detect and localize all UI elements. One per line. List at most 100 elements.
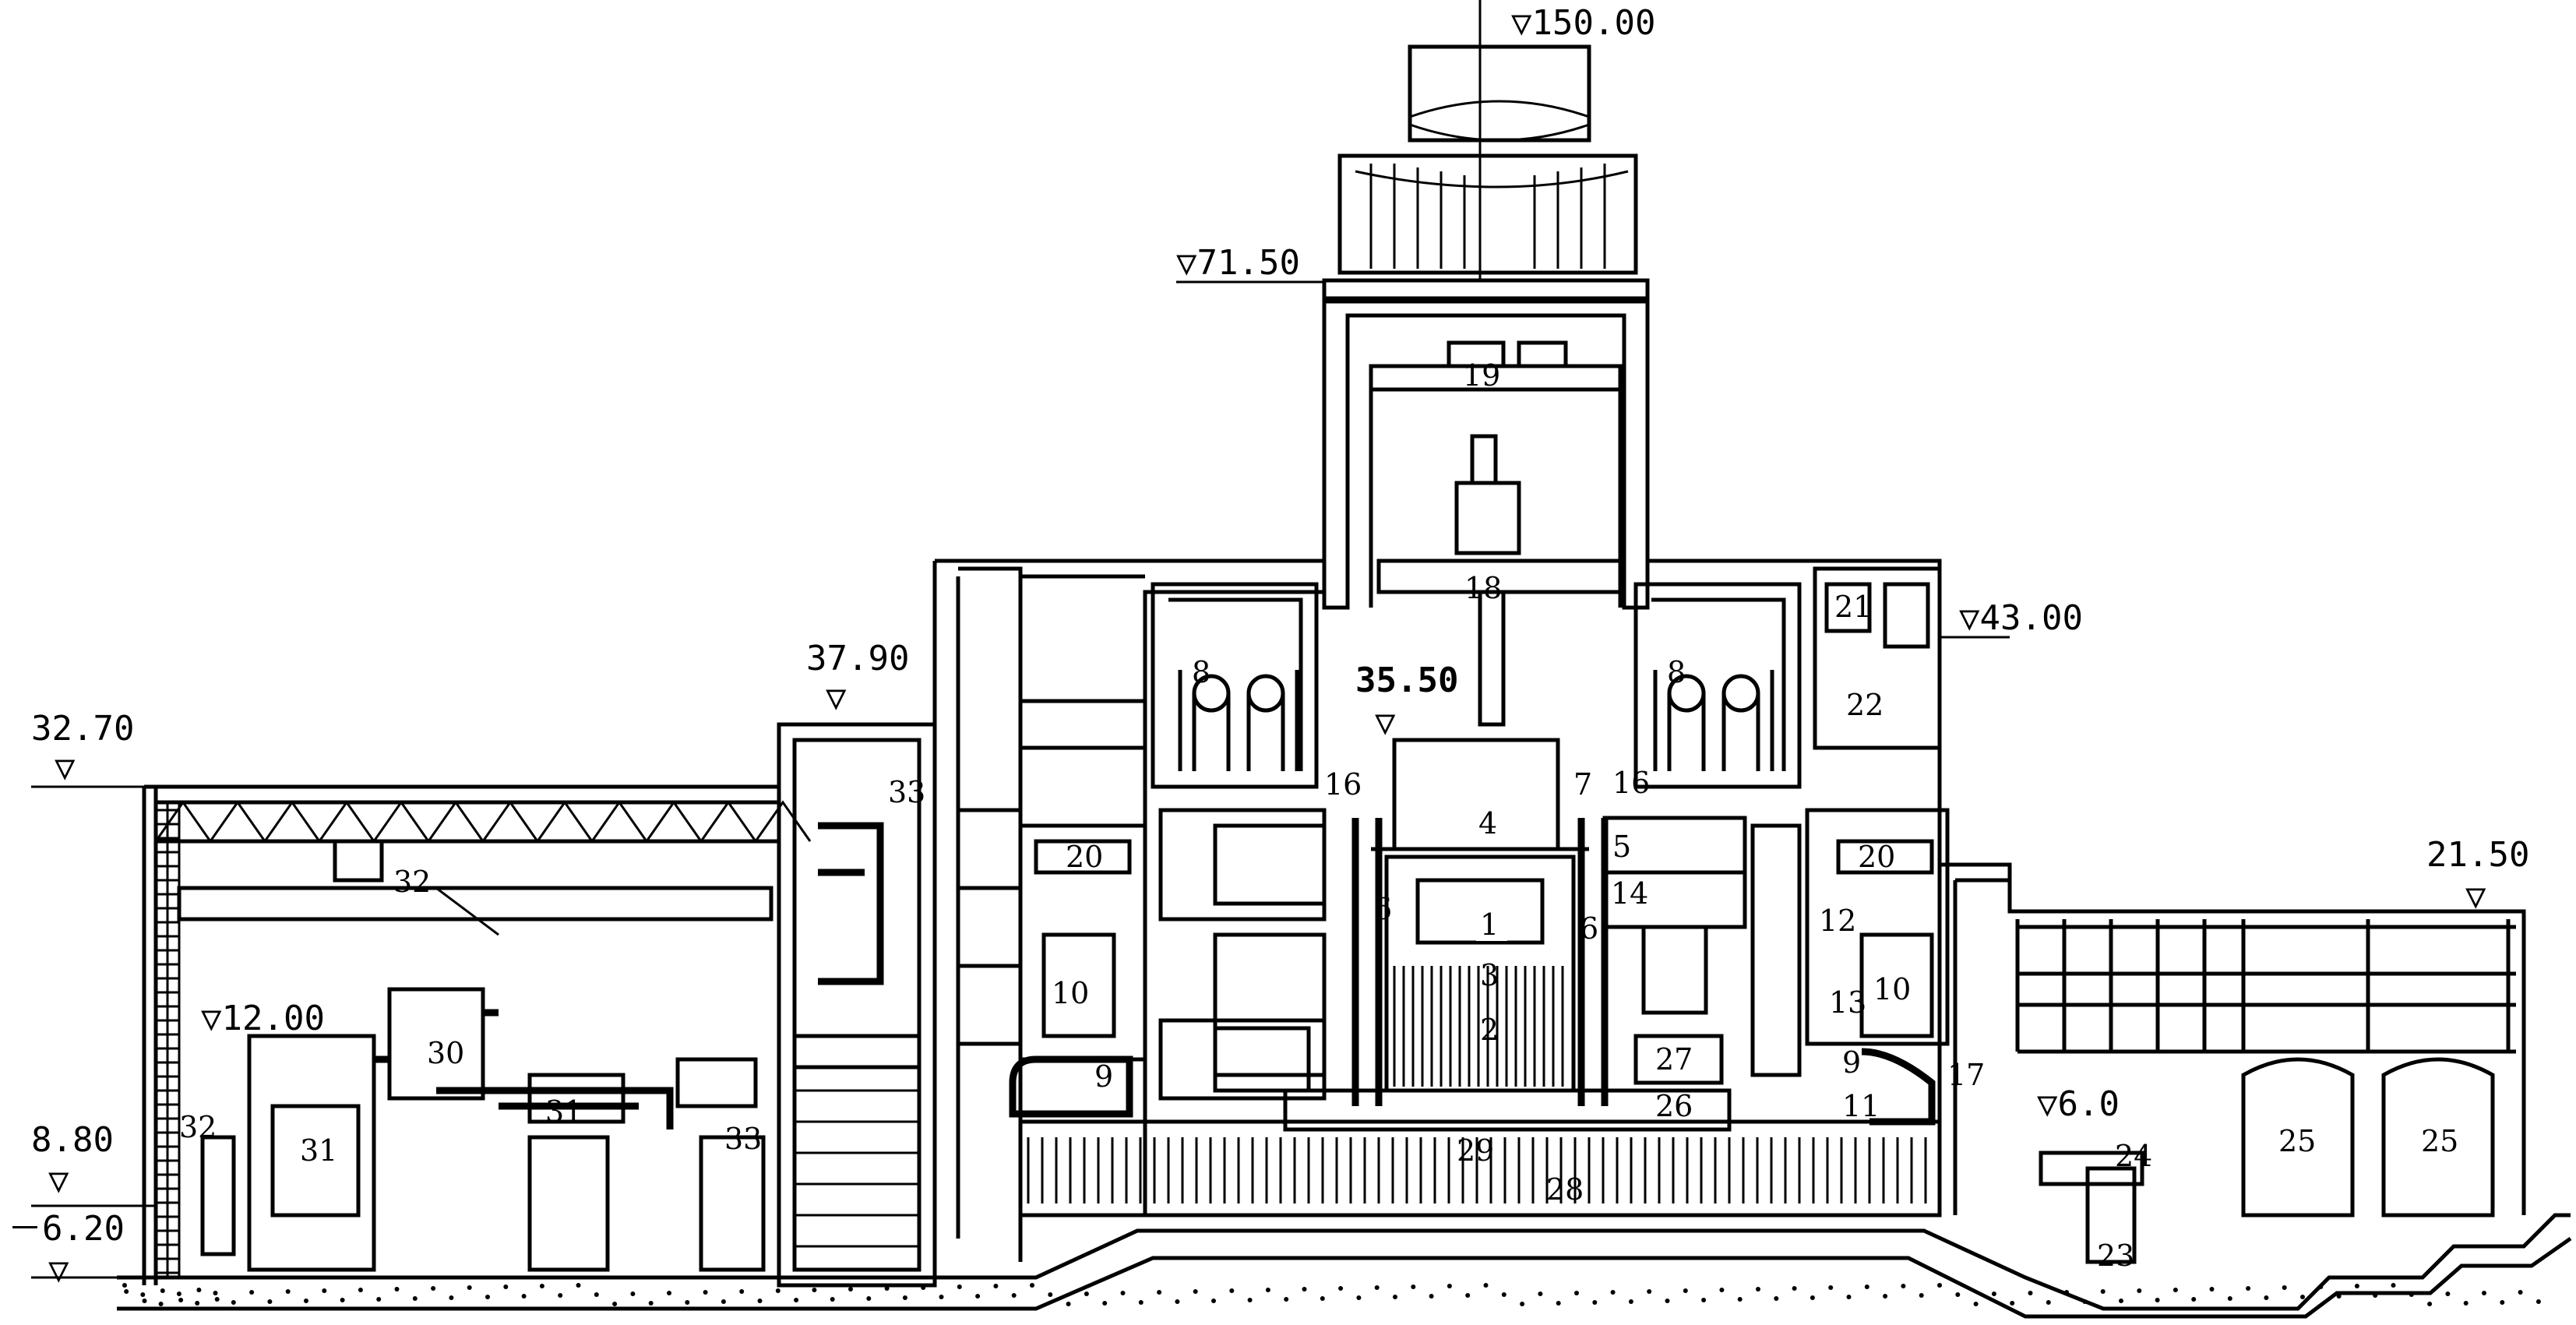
truss-member (427, 800, 485, 842)
foundation-aggregate (2463, 1301, 2469, 1306)
label-7: 7 (1573, 767, 1592, 802)
foundation-aggregate (449, 1295, 454, 1300)
foundation-aggregate (1991, 1292, 1996, 1296)
elevation-lines (31, 280, 2010, 1279)
foundation-aggregate (1356, 1295, 1362, 1300)
truss-member (318, 800, 375, 842)
foundation-aggregate (848, 1287, 853, 1292)
foundation-aggregate (1483, 1283, 1489, 1288)
foundation-aggregate (304, 1299, 308, 1303)
foundation-aggregate (176, 1292, 181, 1296)
steam-generator-shell (1721, 693, 1760, 771)
foundation-aggregate (1610, 1290, 1616, 1295)
truss-member (481, 800, 539, 842)
foundation-aggregate (1937, 1283, 1942, 1288)
label-1: 1 (1480, 907, 1499, 942)
foundation-aggregate (178, 1298, 184, 1302)
foundation-aggregate (1556, 1301, 1561, 1306)
label-20b: 20 (1858, 840, 1895, 874)
foundation-aggregate (2445, 1292, 2451, 1296)
elevation-8-marker: ▽ (48, 1161, 69, 1200)
label-6a: 6 (1373, 892, 1392, 926)
foundation-aggregate (2227, 1296, 2232, 1301)
foundation-aggregate (902, 1295, 907, 1300)
foundation-aggregate (2373, 1293, 2378, 1298)
foundation-aggregate (2409, 1292, 2414, 1297)
foundation-aggregate (2028, 1291, 2033, 1295)
label-9b: 9 (1842, 1045, 1861, 1080)
truss-member (754, 800, 812, 842)
elevation-6: ▽6.0 (2037, 1084, 2120, 1124)
foundation-aggregate (794, 1298, 799, 1302)
foundation-aggregate (685, 1300, 690, 1305)
component-labels: 1 2 3 4 5 6 6 7 8 8 9 9 10 10 11 12 13 1… (179, 358, 2458, 1273)
label-32b: 32 (179, 1110, 217, 1144)
foundation-aggregate (2336, 1294, 2342, 1299)
foundation-aggregate (1592, 1300, 1598, 1305)
foundation-aggregate (160, 1288, 165, 1293)
foundation-aggregate (503, 1284, 509, 1289)
foundation-aggregate (2318, 1284, 2324, 1289)
foundation-aggregate (703, 1290, 708, 1295)
label-23: 23 (2097, 1239, 2134, 1273)
foundation-aggregate (1157, 1290, 1162, 1295)
foundation-aggregate (757, 1299, 763, 1303)
label-32a: 32 (393, 865, 431, 899)
foundation-aggregate (196, 1288, 202, 1292)
aux-building-33 (777, 722, 937, 1288)
foundation-aggregate (394, 1287, 400, 1292)
elevation-12: ▽12.00 (201, 999, 325, 1038)
label-28: 28 (1546, 1172, 1584, 1207)
label-24: 24 (2115, 1139, 2152, 1173)
foundation-aggregate (1320, 1296, 1325, 1301)
elevation-43: ▽43.00 (1959, 598, 2083, 638)
label-3: 3 (1480, 958, 1499, 992)
containment-tower (1322, 278, 1650, 727)
reactor-building (932, 559, 1950, 1262)
foundation-aggregate (2500, 1300, 2505, 1305)
foundation-aggregate (340, 1298, 345, 1302)
steam-generator-shell (1246, 693, 1285, 771)
foundation-aggregate (539, 1284, 544, 1288)
foundation-aggregate (2082, 1299, 2088, 1304)
foundation-aggregate (1647, 1289, 1652, 1294)
elevation-150: ▽150.00 (1511, 3, 1655, 43)
foundation-aggregate (1737, 1297, 1743, 1302)
foundation-aggregate (122, 1283, 127, 1288)
label-10b: 10 (1873, 972, 1911, 1006)
foundation-aggregate (2209, 1287, 2215, 1292)
foundation-aggregate (1302, 1287, 1307, 1292)
foundation-aggregate (1665, 1299, 1670, 1303)
foundation-aggregate (1465, 1293, 1471, 1298)
foundation-aggregate (2354, 1284, 2359, 1288)
label-18: 18 (1464, 571, 1502, 605)
foundation-aggregate (1846, 1295, 1852, 1299)
elevation-32: 32.70 (31, 709, 134, 749)
foundation-aggregate (1792, 1286, 1797, 1291)
foundation-aggregate (1338, 1286, 1344, 1291)
label-2: 2 (1480, 1013, 1499, 1047)
label-9a: 9 (1094, 1059, 1113, 1094)
foundation-aggregate (2391, 1283, 2396, 1288)
foundation-aggregate (1247, 1298, 1253, 1302)
label-20a: 20 (1066, 840, 1103, 874)
label-29: 29 (1457, 1133, 1494, 1168)
foundation-aggregate (2535, 1299, 2541, 1304)
label-33b: 33 (724, 1122, 762, 1156)
foundation-aggregate (1538, 1292, 1543, 1296)
foundation-aggregate (358, 1288, 363, 1292)
foundation-aggregate (630, 1292, 636, 1296)
foundation-aggregate (158, 1302, 164, 1306)
label-33a: 33 (888, 775, 925, 809)
foundation-aggregate (1628, 1299, 1633, 1304)
foundation-aggregate (213, 1291, 218, 1295)
foundation-aggregate (2046, 1300, 2051, 1305)
foundation-aggregate (1193, 1289, 1198, 1294)
foundation-aggregate (2518, 1290, 2523, 1295)
foundation-aggregate (1011, 1293, 1017, 1298)
foundation-aggregate (2264, 1295, 2269, 1300)
steam-generator-shell (1667, 693, 1706, 771)
label-26: 26 (1655, 1089, 1693, 1123)
foundation-aggregate (1574, 1291, 1579, 1295)
label-30: 30 (427, 1036, 464, 1070)
